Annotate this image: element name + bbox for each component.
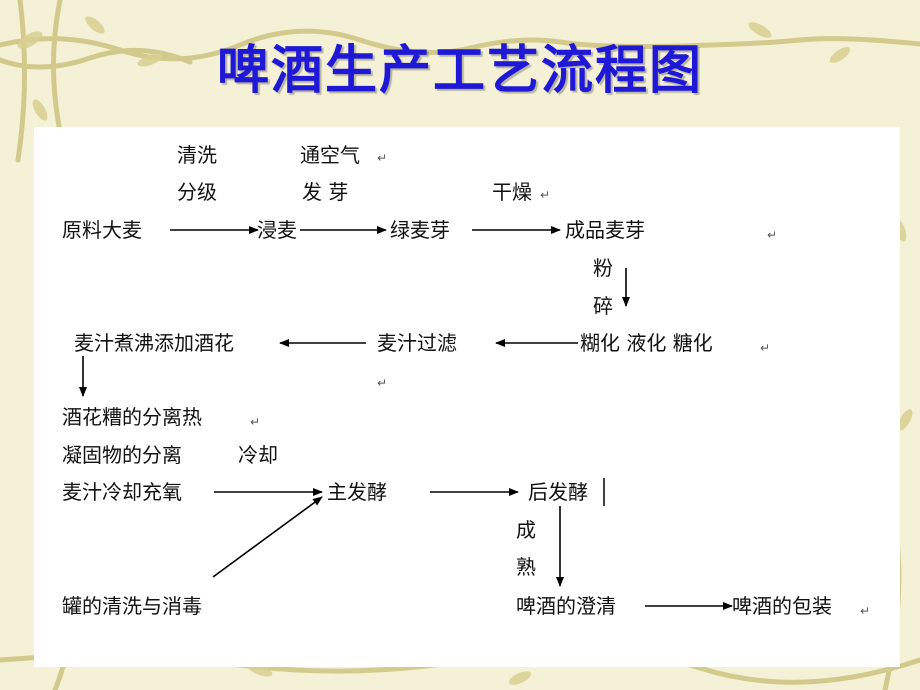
return-mark-icon: ↵ <box>377 376 388 390</box>
node-wort-cooling: 麦汁冷却充氧 <box>62 480 182 504</box>
node-raw-barley: 原料大麦 <box>62 218 142 242</box>
node-wort-filtration: 麦汁过滤 <box>377 331 457 355</box>
node-packaging: 啤酒的包装 <box>732 594 832 618</box>
node-mashing: 糊化 液化 糖化 <box>580 331 713 355</box>
node-clarification: 啤酒的澄清 <box>516 594 616 618</box>
label-drying: 干燥 <box>492 180 532 204</box>
node-green-malt: 绿麦芽 <box>390 218 450 242</box>
label-grading: 分级 <box>177 180 217 204</box>
label-wash: 清洗 <box>177 143 217 167</box>
node-trub-separation: 凝固物的分离 <box>62 443 182 467</box>
return-mark-icon: ↵ <box>250 415 261 429</box>
return-mark-icon: ↵ <box>377 151 388 165</box>
return-mark-icon: ↵ <box>760 341 771 355</box>
node-wort-boiling: 麦汁煮沸添加酒花 <box>74 331 234 355</box>
return-mark-icon: ↵ <box>540 188 551 202</box>
node-hop-separation: 酒花糟的分离热 <box>62 405 202 429</box>
return-mark-icon: ↵ <box>860 604 871 618</box>
node-steeping: 浸麦 <box>257 218 297 242</box>
label-cooling: 冷却 <box>238 443 278 467</box>
flowchart-panel <box>34 127 900 667</box>
node-secondary-fermentation: 后发酵 <box>528 480 588 504</box>
return-mark-icon: ↵ <box>767 228 778 242</box>
arrow-tank-to-primary <box>212 496 323 578</box>
label-germination: 发 芽 <box>302 180 349 204</box>
slide-title: 啤酒生产工艺流程图 <box>216 41 703 101</box>
label-mill-1: 粉 <box>593 256 613 280</box>
label-mill-2: 碎 <box>593 294 613 318</box>
label-maturation-1: 成 <box>516 518 536 542</box>
node-tank-cleaning: 罐的清洗与消毒 <box>62 594 202 618</box>
label-aeration: 通空气 <box>300 143 360 167</box>
label-maturation-2: 熟 <box>516 555 536 579</box>
node-primary-fermentation: 主发酵 <box>327 480 387 504</box>
node-finished-malt: 成品麦芽 <box>565 218 645 242</box>
flowchart-panel-edge <box>880 212 900 667</box>
